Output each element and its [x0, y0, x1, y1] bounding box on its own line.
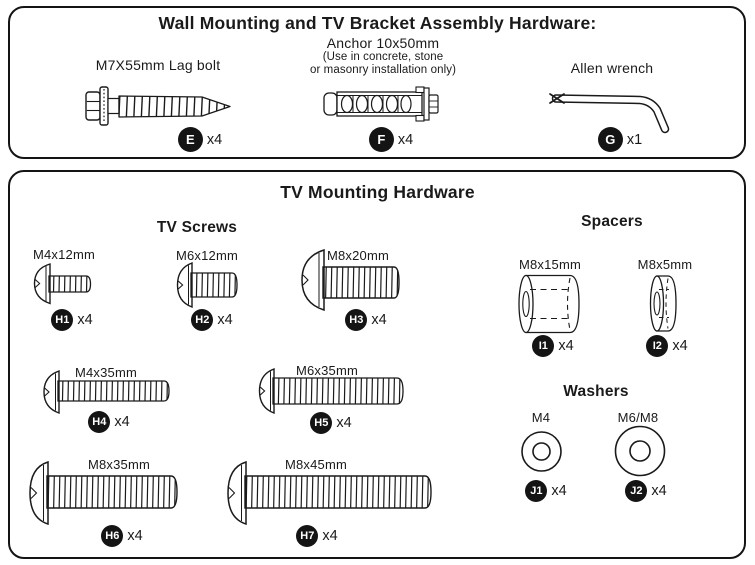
qty-i1: x4 — [558, 338, 574, 354]
qty-h4: x4 — [114, 414, 130, 430]
machine-screw-h6-icon — [29, 460, 178, 526]
screw-h6-label: M8x35mm — [87, 457, 151, 472]
spacer-i1-label: M8x15mm — [518, 257, 582, 272]
anchor-badge-row: F x4 — [331, 127, 451, 152]
anchor-label: Anchor 10x50mm — [326, 35, 440, 51]
qty-g: x1 — [626, 131, 643, 148]
screw-h4-badge-row: H4 x4 — [49, 411, 169, 433]
screw-h5-label: M6x35mm — [295, 363, 359, 378]
washer-j2-label: M6/M8 — [617, 410, 659, 425]
badge-f: F — [368, 127, 394, 152]
qty-j2: x4 — [651, 483, 667, 499]
top-box-title: Wall Mounting and TV Bracket Assembly Ha… — [158, 13, 597, 33]
washer-j2-icon — [614, 425, 666, 477]
spacer-sleeve-i2-icon — [649, 275, 677, 332]
machine-screw-h4-icon — [43, 370, 170, 414]
qty-h3: x4 — [371, 312, 387, 328]
badge-h6: H6 — [101, 525, 124, 547]
screw-h5-badge-row: H5 x4 — [271, 412, 391, 434]
washers-heading: Washers — [563, 383, 629, 400]
badge-i1: I1 — [532, 335, 555, 357]
screw-h2-badge-row: H2 x4 — [152, 309, 272, 331]
qty-f: x4 — [397, 131, 414, 148]
qty-h7: x4 — [322, 528, 338, 544]
badge-i2: I2 — [646, 335, 669, 357]
screw-h1-badge-row: H1 x4 — [12, 309, 132, 331]
machine-screw-h1-icon — [33, 263, 92, 305]
screw-h3-label: M8x20mm — [326, 248, 390, 263]
qty-h6: x4 — [127, 528, 143, 544]
machine-screw-h5-icon — [258, 368, 404, 414]
bottom-box-title: TV Mounting Hardware — [280, 182, 475, 202]
allen-wrench-icon — [549, 93, 670, 134]
badge-g: G — [597, 127, 623, 152]
screw-h6-badge-row: H6 x4 — [62, 525, 182, 547]
machine-screw-h3-icon — [301, 248, 400, 312]
badge-h4: H4 — [88, 411, 111, 433]
badge-h7: H7 — [296, 525, 319, 547]
lag-bolt-badge-row: E x4 — [140, 127, 260, 152]
anchor-note-line1: (Use in concrete, stone — [322, 51, 444, 63]
allen-wrench-badge-row: G x1 — [560, 127, 680, 152]
screw-h7-badge-row: H7 x4 — [257, 525, 377, 547]
spacer-i2-label: M8x5mm — [637, 257, 693, 272]
badge-j2: J2 — [625, 480, 648, 502]
washer-j1-icon — [521, 431, 562, 472]
machine-screw-h7-icon — [227, 460, 432, 526]
qty-h2: x4 — [217, 312, 233, 328]
screw-h4-label: M4x35mm — [74, 365, 138, 380]
spacers-heading: Spacers — [581, 213, 643, 230]
qty-h1: x4 — [77, 312, 93, 328]
anchor-note-line2: or masonry installation only) — [309, 64, 457, 76]
washer-j1-label: M4 — [531, 410, 551, 425]
washer-j2-badge-row: J2 x4 — [586, 480, 706, 502]
badge-h2: H2 — [191, 309, 214, 331]
allen-wrench-label: Allen wrench — [570, 60, 654, 76]
badge-h3: H3 — [345, 309, 368, 331]
tv-screws-heading: TV Screws — [156, 219, 238, 236]
lag-bolt-label: M7X55mm Lag bolt — [95, 57, 221, 73]
washer-j1-badge-row: J1 x4 — [486, 480, 606, 502]
spacer-sleeve-i1-icon — [518, 274, 580, 334]
wall-anchor-icon — [323, 86, 439, 122]
screw-h3-badge-row: H3 x4 — [306, 309, 426, 331]
badge-h1: H1 — [51, 309, 74, 331]
screw-h2-label: M6x12mm — [175, 248, 239, 263]
spacer-i1-badge-row: I1 x4 — [493, 335, 613, 357]
spacer-i2-badge-row: I2 x4 — [607, 335, 727, 357]
badge-j1: J1 — [525, 480, 548, 502]
qty-i2: x4 — [672, 338, 688, 354]
qty-h5: x4 — [336, 415, 352, 431]
lag-bolt-icon — [85, 86, 231, 126]
badge-h5: H5 — [310, 412, 333, 434]
machine-screw-h2-icon — [176, 262, 238, 308]
screw-h7-label: M8x45mm — [284, 457, 348, 472]
screw-h1-label: M4x12mm — [32, 247, 96, 262]
badge-e: E — [177, 127, 203, 152]
qty-j1: x4 — [551, 483, 567, 499]
qty-e: x4 — [206, 131, 223, 148]
